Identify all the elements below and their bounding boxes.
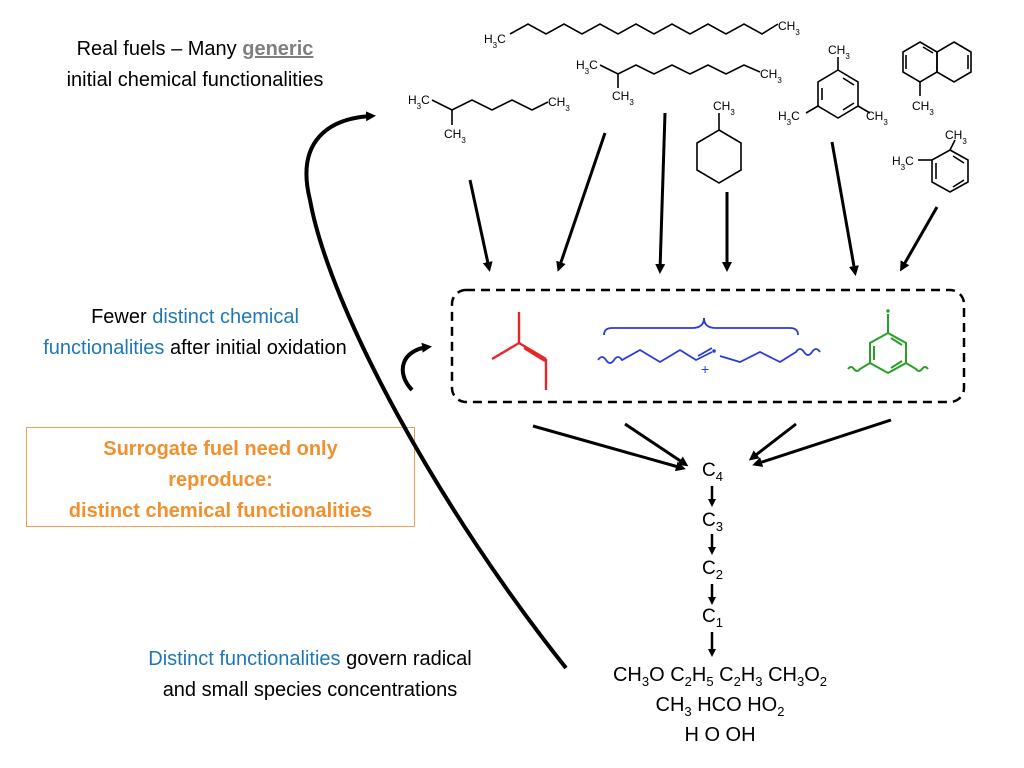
distinct-suffix: govern radical and small species concent… [162, 648, 472, 701]
label-h3c-iso2: H3C [408, 93, 430, 111]
mesitylene-molecule [805, 57, 871, 119]
radical-dot [712, 349, 716, 353]
generic-word: generic [242, 38, 314, 60]
surrogate-line-2: reproduce: [168, 469, 273, 491]
n-alkane-molecule [509, 23, 779, 35]
real-fuels-suffix: initial chemical functionalities [66, 69, 324, 91]
label-ch3-iso1-end: CH3 [760, 67, 782, 85]
label-ch3-mesitylene-top: CH3 [828, 43, 850, 61]
distinct-highlight: Distinct functionalities [148, 648, 341, 670]
arrow-fuel-6 [900, 206, 939, 272]
chain-c3: C3 [702, 510, 723, 534]
label-ch3-mesitylene-right: CH3 [866, 109, 888, 127]
chain-c4: C4 [702, 460, 723, 484]
chain-c2: C2 [702, 558, 723, 582]
species-line-1: CH3O C2H5 C2H3 CH3O2 [612, 664, 827, 689]
surrogate-fuel-box: Surrogate fuel need only reproduce: dist… [26, 427, 415, 527]
label-h3c-alkane: H3C [484, 32, 506, 50]
label-h3c-xylene: H3C [892, 154, 914, 172]
species-line-2: CH3 HCO HO2 [655, 694, 785, 719]
label-ch3-xylene-top: CH3 [945, 128, 967, 146]
functionality-box [450, 288, 966, 404]
radical-functionality [597, 317, 821, 364]
fewer-highlight: distinct chemical functionalities [43, 306, 299, 359]
arrow-fuel-3 [655, 112, 667, 274]
label-ch3-naphthalene: CH3 [912, 99, 934, 117]
aromatic-radical-dot [886, 309, 890, 313]
distinct-functionalities-caption: Distinct functionalities govern radical … [140, 644, 480, 706]
arrow-to-c4-3 [748, 422, 797, 461]
alkene-functionality [491, 312, 548, 390]
label-h3c-mesitylene: H3C [778, 109, 800, 127]
arrow-fuel-1 [468, 179, 493, 272]
arrow-fuel-2 [556, 132, 607, 272]
arrow-to-c4-2 [624, 422, 689, 467]
radical-plus-sign: + [701, 361, 709, 377]
label-ch3-iso1-branch: CH3 [612, 89, 634, 107]
fewer-functionalities-caption: Fewer distinct chemical functionalities … [30, 302, 360, 364]
fewer-suffix: after initial oxidation [164, 337, 347, 359]
chain-c1: C1 [702, 606, 723, 630]
aromatic-functionality [847, 314, 929, 375]
arrow-to-c4-4 [752, 418, 892, 467]
real-fuels-prefix: Real fuels – Many [76, 38, 243, 60]
iso-alkane-molecule-2 [431, 99, 549, 125]
surrogate-text: Surrogate fuel need only reproduce: dist… [27, 434, 414, 527]
real-fuels-caption: Real fuels – Many generic initial chemic… [30, 34, 360, 96]
surrogate-line-1: Surrogate fuel need only [103, 438, 338, 460]
label-h3c-iso1: H3C [576, 58, 598, 76]
arrow-to-c4-1 [532, 424, 686, 472]
label-ch3-iso2-end: CH3 [548, 95, 570, 113]
fewer-prefix: Fewer [91, 306, 153, 328]
methylnaphthalene-molecule [902, 41, 972, 96]
arrow-fuel-5 [830, 141, 859, 276]
surrogate-line-3: distinct chemical functionalities [68, 500, 373, 522]
feedback-arrow-to-fuels [304, 111, 568, 670]
feedback-arrow-to-functionalities [400, 342, 432, 392]
label-ch3-alkane: CH3 [778, 19, 800, 37]
methylcyclohexane-molecule [696, 113, 742, 184]
species-line-3: H O OH [684, 724, 756, 746]
iso-alkane-molecule-1 [599, 64, 761, 88]
label-ch3-iso2-branch: CH3 [444, 127, 466, 145]
o-xylene-molecule [918, 139, 969, 193]
label-ch3-cyclohexane: CH3 [713, 99, 735, 117]
